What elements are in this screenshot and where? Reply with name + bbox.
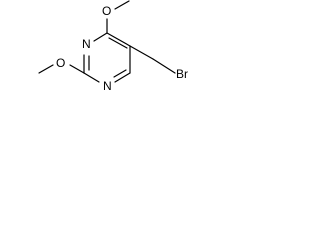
atom-label-br: Br <box>176 67 188 81</box>
atom-label-o-top: O <box>102 4 111 18</box>
bond-c4-c5-double <box>108 37 128 49</box>
bond-c6-n-bottom-double <box>113 69 127 78</box>
bond-c2-o-left <box>69 64 85 74</box>
atom-label-n-bottom: N <box>103 79 112 93</box>
bond-n-top-c4 <box>93 32 108 42</box>
bond-o-left-methyl <box>38 64 54 74</box>
bond-c4-c5 <box>106 32 131 47</box>
bond-ch2-br <box>152 58 176 74</box>
bond-c5-ch2 <box>129 45 154 60</box>
chemical-structure-diagram: N N O O Br <box>38 0 188 93</box>
atom-label-n-top: N <box>82 37 91 51</box>
bond-c6-n-bottom <box>114 72 131 83</box>
atom-label-o-left: O <box>56 56 65 70</box>
bond-o-top-methyl <box>114 0 130 10</box>
bond-n-bottom-c2 <box>83 72 100 83</box>
